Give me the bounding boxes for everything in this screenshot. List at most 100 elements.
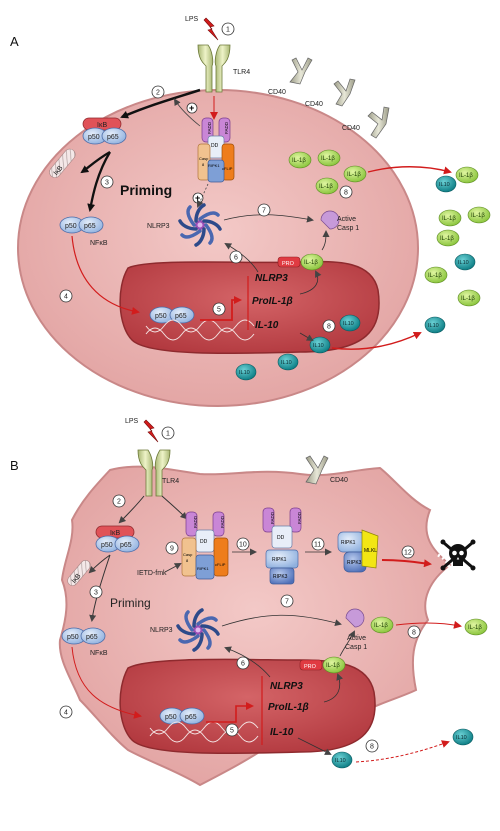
p65-label-a1: p65: [107, 134, 119, 141]
tlr4-receptor-b: [137, 449, 171, 497]
il10-label-a4: IL10: [239, 370, 250, 376]
necrosome-complex-b: [262, 507, 302, 585]
il10-molecules-a: [235, 175, 476, 381]
ripk1-label-b1: RIPK1: [197, 566, 209, 571]
step-2-b: [112, 494, 126, 508]
cd40-label-a1: CD40: [268, 89, 286, 96]
il1b-label-b1: IL-1β: [374, 623, 388, 629]
cd40-receptor-a1: [289, 57, 313, 85]
ripk3-label-b2: RIPK3: [347, 560, 362, 566]
step-3-a-label: 3: [105, 180, 109, 187]
arrow-gene-to-nlrp3-a: [224, 243, 259, 273]
ikb-label-b: IκB: [110, 530, 120, 537]
cd40-receptor-a3: [367, 106, 390, 139]
degraded-ikb-a: [49, 148, 76, 178]
ripk3-label-b1: RIPK3: [273, 574, 288, 580]
dd-label-b2: DD: [277, 535, 285, 541]
step-1-b-label: 1: [166, 431, 170, 438]
arrow-proil1b-to-casp1-a: [321, 230, 330, 251]
step-11-b: [311, 537, 325, 551]
arrow-il1b-secretion-b: [395, 620, 462, 629]
ripk1-label-a: RIPK1: [208, 163, 220, 168]
arrow-release-nfkb-a: [87, 151, 111, 212]
step-4-b-label: 4: [64, 710, 68, 717]
gene-nlrp3-a: NLRP3: [255, 273, 288, 284]
gene-proil1b-a: ProIL-1β: [252, 296, 293, 307]
pro-il1b-a: [277, 253, 324, 271]
p65-label-a3: p65: [175, 313, 187, 320]
mlkl-label-b: MLKL: [364, 548, 377, 554]
il10-molecules-b: [331, 728, 474, 769]
arrow-gene-to-proil1b-b: [323, 673, 343, 703]
il1b-label-a7: IL-1β: [471, 213, 485, 219]
p65-label-b1: p65: [120, 542, 132, 549]
cd40-label-a3: CD40: [342, 125, 360, 132]
p50-label-a3: p50: [155, 313, 167, 320]
ripk1-label-b3: RIPK1: [341, 540, 356, 546]
panel-a-letter: A: [10, 34, 19, 49]
step-4-b: [59, 705, 73, 719]
arrow-transcription-a: [200, 296, 242, 321]
il1b-label-a2: IL-1β: [321, 156, 335, 162]
step-7-b-label: 7: [285, 599, 289, 606]
cd40-label-b: CD40: [330, 477, 348, 484]
dna-helix-a: [145, 319, 255, 341]
step-2-a-label: 2: [156, 90, 160, 97]
casp8-label-b2: 8: [186, 558, 189, 563]
p50-label-b2: p50: [67, 634, 79, 641]
step-7-a: [257, 203, 271, 217]
step-6-b-label: 6: [241, 661, 245, 668]
step-11-b-label: 11: [314, 542, 321, 549]
mlkl-complex-b: [337, 529, 379, 573]
ripk1-label-b2: RIPK1: [272, 557, 287, 563]
step-8-a1-label: 8: [344, 190, 348, 197]
arrow-ikb-degrade-b: [88, 554, 111, 574]
step-3-b: [89, 585, 103, 599]
arrow-il10-secretion-a: [331, 331, 422, 350]
step-8-a1: [339, 185, 353, 199]
arrow-complex-plus-a: [173, 98, 201, 127]
cflip-label-b: cFLIP: [215, 562, 226, 567]
nfkb-nuclear-b: [159, 707, 205, 725]
step-1-b: [161, 426, 175, 440]
casp8-label-b1: Casp: [183, 552, 193, 557]
nfkb-free-a: [59, 216, 104, 234]
ietd-label-b: IETD-fmk: [137, 570, 167, 577]
gene-il10-a: IL-10: [255, 320, 279, 331]
lps-bolt-b: [143, 419, 159, 443]
step-1-a: [221, 22, 235, 36]
arrow-gene-to-nlrp3-b: [224, 646, 271, 678]
casp8-label-a1: Casp: [199, 156, 209, 161]
ikb-label-a: IκB: [97, 122, 107, 129]
dd-label-b1: DD: [200, 539, 208, 545]
step-5-b-label: 5: [230, 728, 234, 735]
cflip-label-a: cFLIP: [222, 166, 233, 171]
arrow-nfkb-to-nucleus-b: [71, 646, 142, 719]
il1b-label-a0: IL-1β: [304, 260, 318, 266]
arrow-tlr4-to-ikb-b: [118, 495, 145, 524]
il1b-label-a5: IL-1β: [459, 173, 473, 179]
gene-proil1b-b: ProIL-1β: [268, 702, 309, 713]
il10-label-b1: IL10: [335, 758, 346, 764]
arrow-gene-to-il10-b: [297, 737, 332, 755]
priming-label-b: Priming: [110, 596, 151, 610]
lps-label-a: LPS: [185, 16, 199, 23]
il1b-label-b2: IL-1β: [468, 625, 482, 631]
step-6-b: [236, 656, 250, 670]
cd40-receptor-b: [305, 455, 329, 485]
ripoptosome-complex-a: [197, 117, 235, 183]
nfkb-label-b: NFκB: [90, 650, 108, 657]
step-6-a-label: 6: [234, 255, 238, 262]
arrow-nfkb-to-nucleus-a: [71, 235, 140, 315]
nfkb-free-b: [61, 627, 106, 645]
il10-label-a7: IL10: [428, 323, 439, 329]
p50-label-b1: p50: [101, 542, 113, 549]
il1b-extracellular-a: [424, 166, 491, 307]
il1b-label-a6: IL-1β: [442, 216, 456, 222]
ripoptosome-complex-b: [181, 511, 229, 580]
step-5-a-label: 5: [217, 307, 221, 314]
active-casp1-b: [345, 608, 365, 628]
il1b-label-a9: IL-1β: [428, 273, 442, 279]
il10-label-a3: IL10: [281, 360, 292, 366]
